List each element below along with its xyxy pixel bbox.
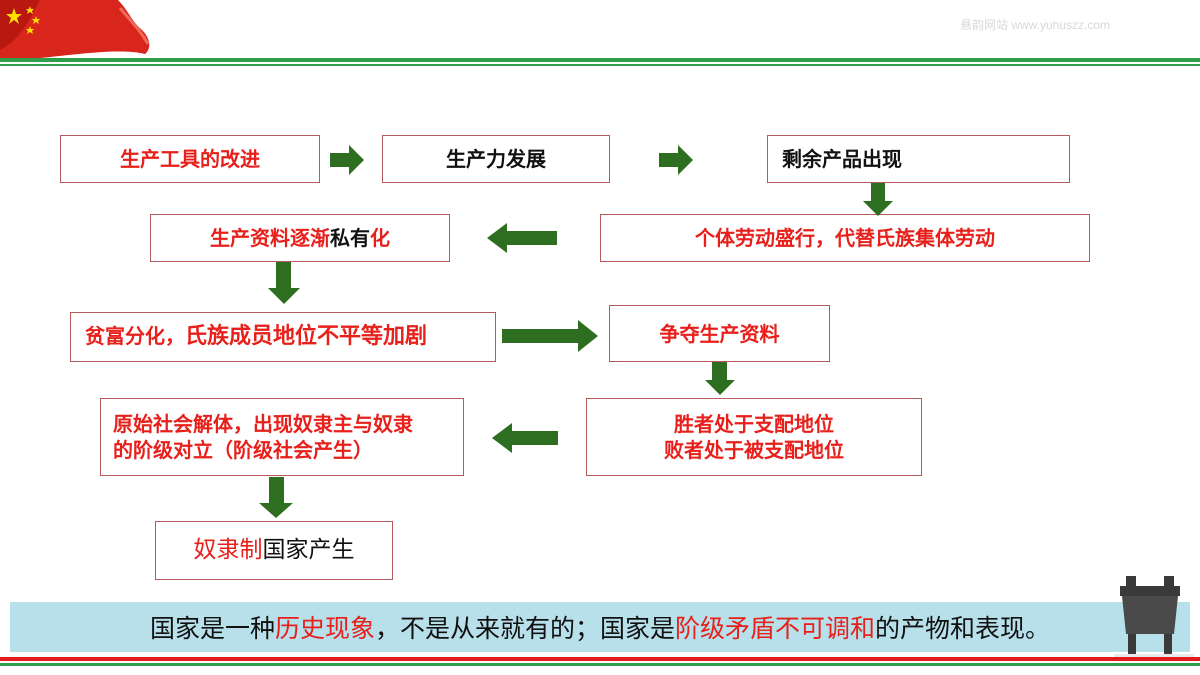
box-tools-label: 生产工具的改进: [120, 147, 260, 171]
arrow-down-icon: [863, 183, 893, 216]
box-individual-labor: 个体劳动盛行，代替氏族集体劳动: [600, 214, 1090, 262]
conclusion-part-1: 国家是一种: [149, 614, 275, 643]
winner-line: 胜者处于支配地位: [674, 412, 834, 436]
slave-state-text-1: 奴隶制: [193, 536, 263, 563]
box-private-ownership: 生产资料逐渐私有化: [150, 214, 450, 262]
bottom-red-line: [0, 657, 1200, 661]
conclusion-part-2: 历史现象: [274, 614, 375, 643]
box-winner-loser: 胜者处于支配地位 败者处于被支配地位: [586, 398, 922, 476]
arrow-left-icon: [492, 423, 558, 453]
arrow-right-icon: [502, 320, 598, 352]
box-private-label: 生产资料逐渐私有化: [210, 225, 390, 251]
box-wealth-gap: 贫富分化，氏族成员地位不平等加剧: [70, 312, 496, 362]
wealth-gap-label: 贫富分化，氏族成员地位不平等加剧: [85, 323, 427, 352]
box-compete-resources: 争夺生产资料: [609, 305, 830, 362]
disintegration-line1: 原始社会解体，出现奴隶主与奴隶: [113, 412, 413, 436]
private-text-3: 化: [370, 226, 390, 250]
arrow-down-icon: [268, 262, 300, 304]
bottom-green-line: [0, 663, 1200, 666]
arrow-down-icon: [705, 362, 735, 395]
box-slave-state: 奴隶制国家产生: [155, 521, 393, 580]
slave-state-label: 奴隶制国家产生: [194, 536, 355, 566]
loser-line: 败者处于被支配地位: [664, 438, 844, 462]
box-tools-improvement: 生产工具的改进: [60, 135, 320, 183]
conclusion-text: 国家是一种历史现象，不是从来就有的；国家是阶级矛盾不可调和的产物和表现。: [10, 602, 1190, 652]
arrow-right-icon: [330, 145, 364, 175]
private-text-2: 私有: [330, 226, 370, 250]
box-surplus-label: 剩余产品出现: [782, 147, 902, 171]
watermark: 悬韵网站 www.yuhuszz.com: [960, 18, 1111, 32]
top-divider: [0, 58, 1200, 62]
arrow-left-icon: [487, 223, 557, 253]
conclusion-part-3: ，不是从来就有的；国家是: [374, 614, 675, 643]
conclusion-band: [10, 602, 1190, 652]
disintegration-line2: 的阶级对立（阶级社会产生）: [113, 438, 373, 462]
wealth-gap-text-1: 贫富分化，: [85, 323, 185, 348]
box-surplus: 剩余产品出现: [767, 135, 1070, 183]
arrow-down-icon: [259, 477, 293, 518]
arrow-right-icon: [659, 145, 693, 175]
box-productivity-label: 生产力发展: [446, 147, 546, 171]
slave-state-text-2: 国家产生: [262, 536, 355, 563]
bronze-vessel-icon: [1114, 576, 1194, 660]
top-divider-thin: [0, 64, 1200, 66]
box-compete-label: 争夺生产资料: [659, 321, 780, 346]
wealth-gap-text-2: 氏族成员地位不平等加剧: [185, 323, 428, 349]
flag-icon: [0, 0, 150, 60]
box-society-disintegration: 原始社会解体，出现奴隶主与奴隶 的阶级对立（阶级社会产生）: [100, 398, 464, 476]
conclusion-part-4: 阶级矛盾不可调和: [675, 614, 876, 643]
box-productivity: 生产力发展: [382, 135, 610, 183]
conclusion-part-5: 的产物和表现。: [875, 614, 1051, 643]
private-text-1: 生产资料逐渐: [210, 226, 330, 250]
box-individual-label: 个体劳动盛行，代替氏族集体劳动: [695, 226, 995, 250]
